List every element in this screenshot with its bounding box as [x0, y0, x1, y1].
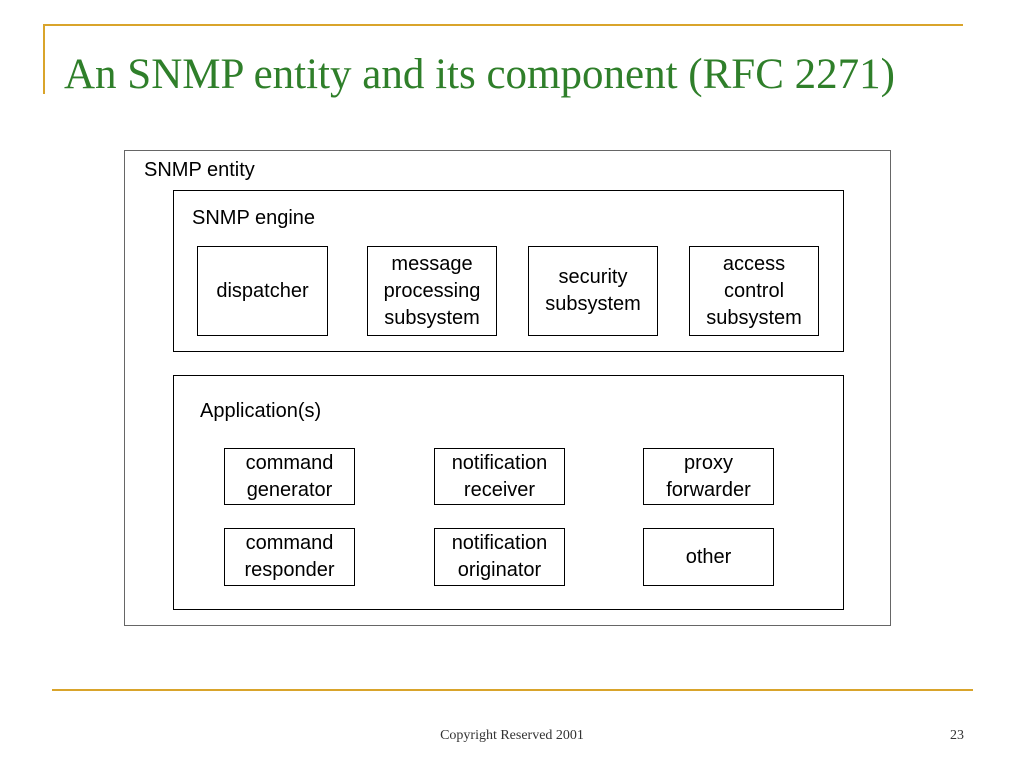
proxy-forwarder-box: proxy forwarder — [643, 448, 774, 505]
footer-accent-line — [52, 689, 973, 691]
security-subsystem-box: security subsystem — [528, 246, 658, 336]
page-number: 23 — [950, 728, 964, 743]
other-box: other — [643, 528, 774, 586]
notification-receiver-box: notification receiver — [434, 448, 565, 505]
message-processing-subsystem-box: message processing subsystem — [367, 246, 497, 336]
snmp-engine-label: SNMP engine — [192, 207, 316, 229]
command-responder-box: command responder — [224, 528, 355, 586]
dispatcher-box: dispatcher — [197, 246, 328, 336]
slide-title: An SNMP entity and its component (RFC 22… — [64, 51, 895, 98]
notification-originator-box: notification originator — [434, 528, 565, 586]
top-accent-line — [43, 24, 963, 26]
snmp-entity-label: SNMP entity — [144, 159, 255, 181]
access-control-subsystem-box: access control subsystem — [689, 246, 819, 336]
footer-copyright: Copyright Reserved 2001 — [440, 728, 584, 743]
command-generator-box: command generator — [224, 448, 355, 505]
left-accent-line — [43, 24, 45, 94]
applications-label: Application(s) — [200, 400, 322, 422]
